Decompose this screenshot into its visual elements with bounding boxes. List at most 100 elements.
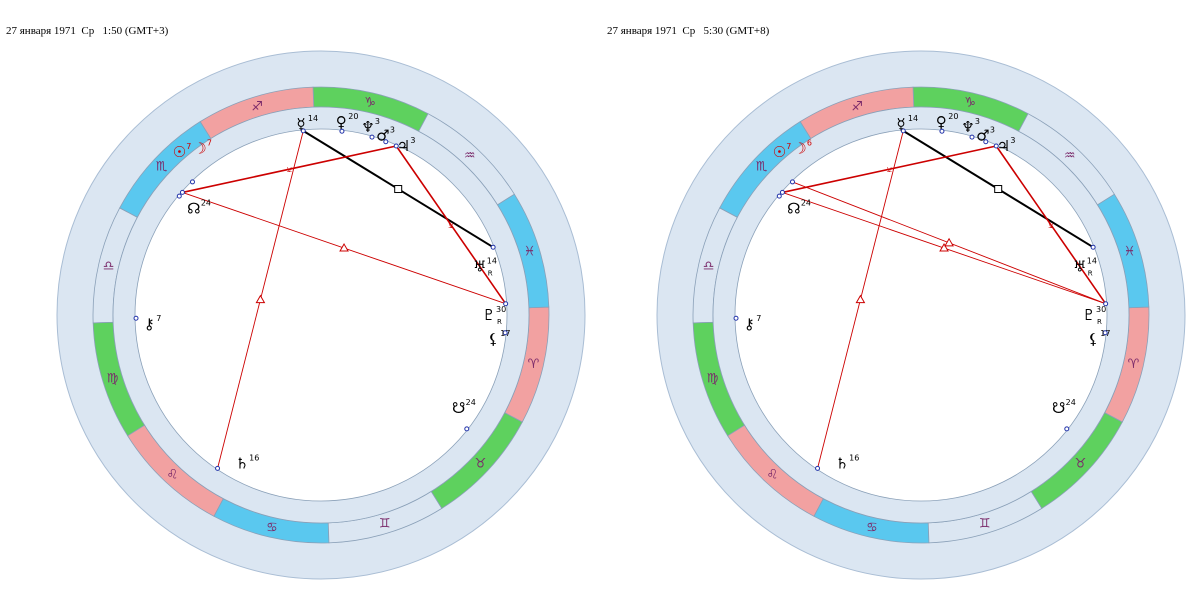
- sun-point: [179, 189, 185, 195]
- chart-wheel-left: ♑♐♏♎♍♌♋♊♉♈♓♒⚺⚺☿14♀20♆3♂3♃3☽7☉7☊24♅14R♇30…: [56, 50, 586, 580]
- neptune-point: [969, 134, 975, 140]
- trine-aspect-marker: [939, 243, 949, 252]
- neptune-degree: 3: [975, 117, 980, 126]
- neptune-degree: 3: [375, 117, 380, 126]
- moon-point: [789, 179, 795, 185]
- aspect-line-sun-jupiter: [782, 145, 997, 194]
- trine-aspect-marker: [855, 294, 866, 304]
- saturn-degree: 16: [249, 453, 259, 462]
- zodiac-sign-glyph: ♉: [475, 457, 487, 472]
- zodiac-sign-glyph: ♉: [1075, 457, 1087, 472]
- sun-icon: ☉: [173, 143, 186, 161]
- jupiter-degree: 3: [410, 136, 415, 145]
- aspect-line-jupiter-pluto: [395, 145, 507, 305]
- south-node-icon: ☋: [1052, 399, 1065, 417]
- north-node-point: [776, 193, 782, 199]
- north-node-degree: 24: [801, 198, 811, 207]
- saturn-icon: ♄: [835, 454, 848, 472]
- sun-icon: ☉: [773, 143, 786, 161]
- lilith-icon: ⚸: [1088, 330, 1099, 348]
- trine-aspect-marker: [339, 243, 349, 252]
- jupiter-point: [993, 143, 999, 149]
- north-node-point: [176, 193, 182, 199]
- pluto-icon: ♇: [482, 306, 495, 324]
- zodiac-sign-glyph: ♒: [464, 149, 476, 164]
- zodiac-sign-glyph: ♌: [766, 467, 778, 482]
- aspect-circle: [734, 128, 1108, 502]
- zodiac-sign-glyph: ♒: [1064, 149, 1076, 164]
- mercury-degree: 14: [308, 114, 318, 123]
- zodiac-sign-glyph: ♓: [1124, 244, 1136, 259]
- pluto-point: [1103, 301, 1109, 307]
- lilith-degree: 17: [1100, 329, 1110, 338]
- moon-icon: ☽: [793, 139, 806, 157]
- mars-point: [983, 139, 989, 145]
- north-node-icon: ☊: [187, 199, 200, 217]
- pluto-retrograde-mark: R: [1097, 318, 1102, 326]
- pluto-degree: 30: [1096, 305, 1106, 314]
- chiron-icon: ⚷: [744, 315, 755, 333]
- chiron-degree: 7: [156, 314, 161, 323]
- zodiac-sign-glyph: ♈: [528, 357, 540, 372]
- uranus-point: [1090, 244, 1096, 250]
- trine-aspect-marker: [255, 294, 266, 304]
- pluto-point: [503, 301, 509, 307]
- zodiac-sign-glyph: ♐: [251, 100, 263, 115]
- mars-point: [383, 139, 389, 145]
- lilith-degree: 17: [500, 329, 510, 338]
- aspect-line-jupiter-pluto: [995, 145, 1107, 305]
- saturn-point: [815, 465, 821, 471]
- jupiter-icon: ♃: [997, 137, 1010, 155]
- mercury-point: [900, 128, 906, 134]
- south-node-degree: 24: [466, 398, 476, 407]
- zodiac-sign-glyph: ♏: [156, 159, 168, 174]
- mars-icon: ♂: [976, 126, 989, 144]
- square-aspect-marker: [994, 185, 1003, 194]
- zodiac-sign-glyph: ♑: [364, 96, 376, 111]
- south-node-icon: ☋: [452, 399, 465, 417]
- sun-point: [779, 189, 785, 195]
- mercury-icon: ☿: [296, 115, 305, 133]
- aspect-line-sun-jupiter: [182, 145, 397, 194]
- sun-degree: 7: [186, 142, 191, 151]
- venus-degree: 20: [348, 112, 358, 121]
- mars-icon: ♂: [376, 126, 389, 144]
- moon-point: [189, 179, 195, 185]
- jupiter-degree: 3: [1010, 136, 1015, 145]
- chart-left-header: 27 января 1971 Ср 1:50 (GMT+3): [6, 25, 169, 37]
- aspect-circle: [134, 128, 508, 502]
- semisextile-aspect-marker: ⚺: [887, 165, 892, 174]
- venus-icon: ♀: [936, 113, 947, 131]
- saturn-icon: ♄: [235, 454, 248, 472]
- uranus-point: [490, 244, 496, 250]
- south-node-point: [1064, 426, 1070, 432]
- uranus-icon: ♅: [473, 257, 486, 275]
- semisextile-aspect-marker: ⚺: [287, 165, 292, 174]
- moon-degree: 7: [207, 138, 212, 147]
- venus-icon: ♀: [336, 113, 347, 131]
- north-node-icon: ☊: [787, 199, 800, 217]
- zodiac-sign-glyph: ♍: [707, 372, 719, 387]
- mercury-degree: 14: [908, 114, 918, 123]
- square-aspect-marker: [394, 185, 403, 194]
- semisextile-aspect-marker: ⚺: [1048, 221, 1053, 230]
- neptune-icon: ♆: [361, 118, 374, 136]
- uranus-retrograde-mark: R: [1088, 269, 1093, 277]
- zodiac-sign-glyph: ♎: [703, 259, 715, 274]
- lilith-icon: ⚸: [488, 330, 499, 348]
- zodiac-sign-glyph: ♏: [756, 159, 768, 174]
- venus-degree: 20: [948, 112, 958, 121]
- mercury-point: [300, 128, 306, 134]
- south-node-point: [464, 426, 470, 432]
- uranus-degree: 14: [1087, 256, 1097, 265]
- north-node-degree: 24: [201, 198, 211, 207]
- pluto-retrograde-mark: R: [497, 318, 502, 326]
- chiron-icon: ⚷: [144, 315, 155, 333]
- pluto-degree: 30: [496, 305, 506, 314]
- zodiac-sign-glyph: ♌: [166, 467, 178, 482]
- semisextile-aspect-marker: ⚺: [448, 221, 453, 230]
- zodiac-sign-glyph: ♐: [851, 100, 863, 115]
- venus-point: [339, 128, 345, 134]
- zodiac-sign-glyph: ♋: [866, 520, 878, 535]
- uranus-retrograde-mark: R: [488, 269, 493, 277]
